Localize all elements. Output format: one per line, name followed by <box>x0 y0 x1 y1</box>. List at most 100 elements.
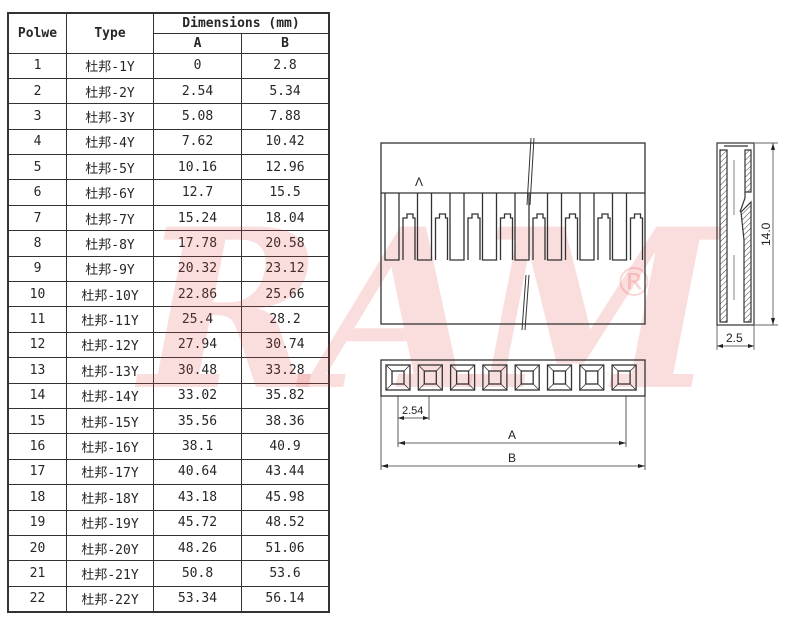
dim-a-label: A <box>508 428 516 442</box>
cell-pole: 21 <box>7 560 67 587</box>
cell-pole: 17 <box>7 458 67 486</box>
cell-b: 7.88 <box>241 103 330 130</box>
pin-cavity <box>385 364 411 391</box>
contact-slot <box>384 193 400 261</box>
cell-pole: 15 <box>7 407 67 435</box>
pin-cavity <box>417 364 443 391</box>
cell-type: 杜邦-19Y <box>66 509 154 536</box>
cell-a: 38.1 <box>153 433 242 460</box>
cell-b: 53.6 <box>241 560 330 587</box>
cell-pole: 16 <box>7 433 67 460</box>
cell-pole: 1 <box>7 52 67 79</box>
contact-slot <box>611 193 628 261</box>
bottom-view <box>380 359 646 470</box>
cell-a: 50.8 <box>153 560 242 587</box>
header-dimensions: Dimensions (mm) <box>153 12 330 34</box>
cell-pole: 20 <box>7 534 67 562</box>
cell-pole: 22 <box>7 585 67 613</box>
cell-b: 48.52 <box>241 509 330 536</box>
cell-b: 35.82 <box>241 382 330 409</box>
cell-b: 45.98 <box>241 484 330 511</box>
cell-b: 30.74 <box>241 331 330 359</box>
cell-b: 56.14 <box>241 585 330 613</box>
cell-type: 杜邦-21Y <box>66 560 154 587</box>
cell-a: 12.7 <box>153 179 242 206</box>
cell-pole: 8 <box>7 230 67 257</box>
contact-slot <box>514 193 530 261</box>
pin-cavity <box>611 364 637 391</box>
cell-type: 杜邦-4Y <box>66 128 154 156</box>
contact-slot <box>546 193 563 261</box>
height-label: 14.0 <box>759 222 773 246</box>
cell-type: 杜邦-13Y <box>66 357 154 384</box>
cell-type: 杜邦-18Y <box>66 484 154 511</box>
cell-b: 43.44 <box>241 458 330 486</box>
contact-latch <box>402 213 416 260</box>
cell-type: 杜邦-7Y <box>66 204 154 232</box>
width-label: 2.5 <box>726 331 743 345</box>
pitch-label: 2.54 <box>402 405 423 417</box>
pin-cavity <box>546 364 573 391</box>
cell-a: 48.26 <box>153 534 242 562</box>
contact-latch <box>597 213 611 260</box>
cell-a: 35.56 <box>153 407 242 435</box>
cell-a: 22.86 <box>153 281 242 308</box>
pin-cavity <box>514 364 540 391</box>
cell-a: 20.32 <box>153 255 242 283</box>
contact-slot <box>481 193 498 261</box>
cell-a: 53.34 <box>153 585 242 613</box>
cell-type: 杜邦-3Y <box>66 103 154 130</box>
cell-type: 杜邦-11Y <box>66 306 154 333</box>
contact-latch <box>532 213 546 260</box>
cell-pole: 3 <box>7 103 67 130</box>
cell-a: 45.72 <box>153 509 242 536</box>
cell-a: 17.78 <box>153 230 242 257</box>
cell-type: 杜邦-17Y <box>66 458 154 486</box>
contact-latch <box>499 213 514 260</box>
cell-b: 51.06 <box>241 534 330 562</box>
contact-latch <box>629 213 644 260</box>
contact-latch <box>564 213 579 260</box>
contact-slot <box>416 193 433 261</box>
cell-pole: 14 <box>7 382 67 409</box>
front-view <box>380 137 646 331</box>
pin-cavity <box>579 364 605 391</box>
cell-a: 0 <box>153 52 242 79</box>
contact-slot <box>449 193 465 261</box>
cell-a: 5.08 <box>153 103 242 130</box>
cell-pole: 18 <box>7 484 67 511</box>
cell-pole: 13 <box>7 357 67 384</box>
contact-slot <box>579 193 595 261</box>
cell-b: 40.9 <box>241 433 330 460</box>
cell-type: 杜邦-16Y <box>66 433 154 460</box>
pin-cavity <box>482 364 508 391</box>
contact-latch <box>467 213 481 260</box>
cell-a: 33.02 <box>153 382 242 409</box>
cell-b: 5.34 <box>241 77 330 105</box>
cell-a: 10.16 <box>153 154 242 181</box>
cell-a: 25.4 <box>153 306 242 333</box>
cell-type: 杜邦-12Y <box>66 331 154 359</box>
cell-type: 杜邦-2Y <box>66 77 154 105</box>
cell-type: 杜邦-9Y <box>66 255 154 283</box>
side-view <box>716 142 778 350</box>
cell-b: 18.04 <box>241 204 330 232</box>
pin-cavity <box>449 364 476 391</box>
header-type: Type <box>66 12 154 54</box>
contact-latch <box>434 213 449 260</box>
dim-b-label: B <box>508 451 516 465</box>
